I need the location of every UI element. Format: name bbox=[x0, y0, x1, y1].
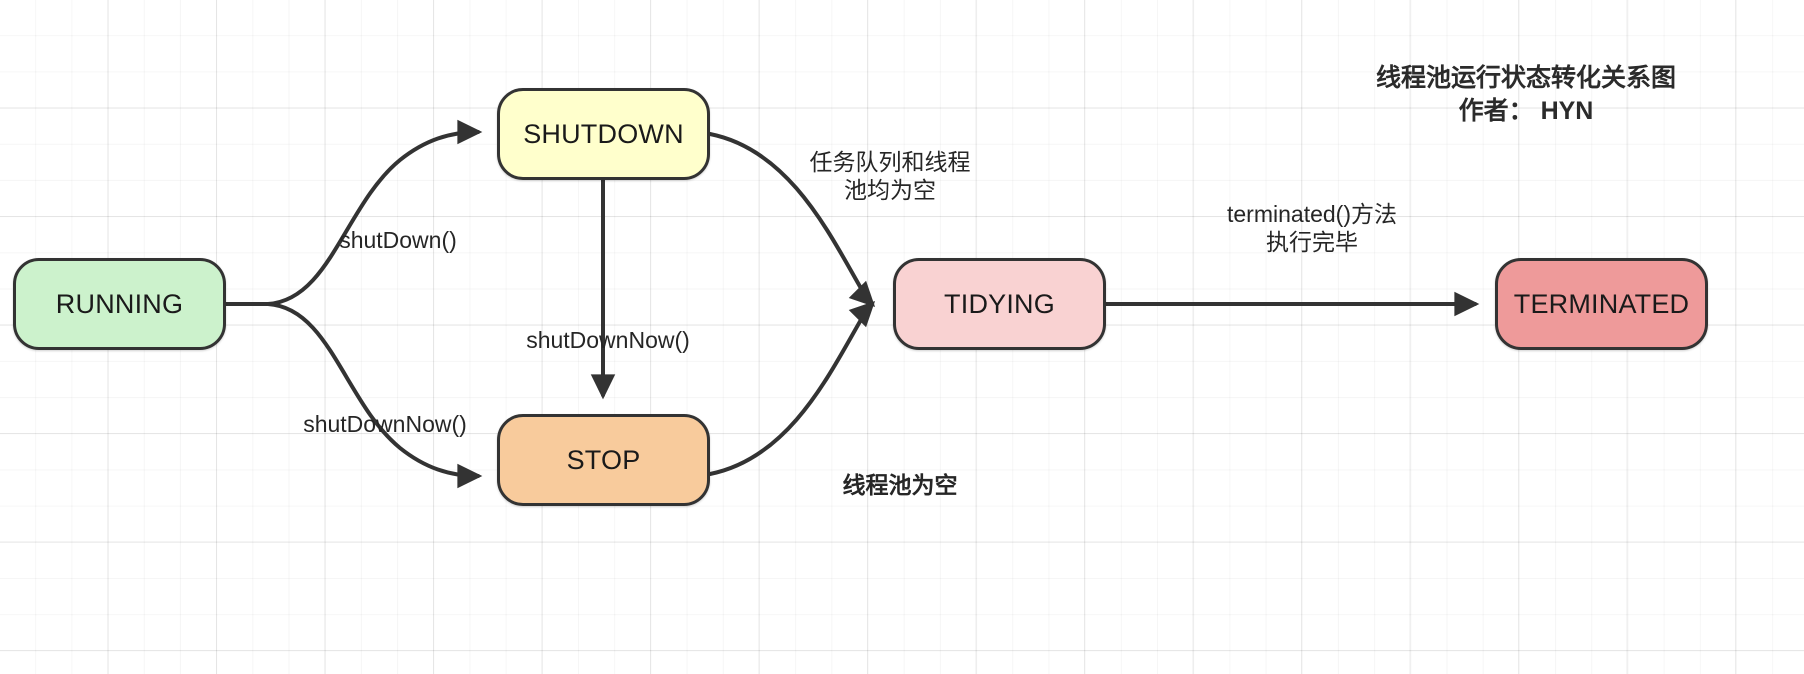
node-terminated-label: TERMINATED bbox=[1513, 288, 1690, 319]
edge-running-to-shutdown bbox=[266, 119, 483, 306]
node-shutdown-label: SHUTDOWN bbox=[523, 118, 684, 149]
edge-label-shutdown-to-tidying: 任务队列和线程 池均为空 bbox=[809, 149, 971, 204]
edge-shutdown-to-tidying bbox=[708, 132, 876, 308]
edge-label-stop-to-tidying: 线程池为空 bbox=[842, 472, 958, 498]
edge-stop-to-tidying bbox=[708, 300, 876, 476]
edge-label-running-to-stop: shutDownNow() bbox=[303, 411, 467, 437]
diagram-title-author: 作者： HYN bbox=[1458, 96, 1594, 125]
node-tidying[interactable]: TIDYING bbox=[893, 258, 1106, 350]
node-running-label: RUNNING bbox=[55, 288, 184, 319]
edge-label-running-to-shutdown: shutDown() bbox=[339, 227, 457, 253]
diagram-title-line1: 线程池运行状态转化关系图 bbox=[1375, 64, 1676, 92]
node-stop[interactable]: STOP bbox=[497, 414, 710, 506]
node-running[interactable]: RUNNING bbox=[13, 258, 226, 350]
node-shutdown[interactable]: SHUTDOWN bbox=[497, 88, 710, 180]
edge-label-shutdown-to-stop: shutDownNow() bbox=[526, 327, 690, 353]
edge-label-tidying-to-terminated: terminated()方法 执行完毕 bbox=[1227, 201, 1397, 256]
node-terminated[interactable]: TERMINATED bbox=[1495, 258, 1708, 350]
node-tidying-label: TIDYING bbox=[944, 288, 1055, 319]
node-stop-label: STOP bbox=[566, 444, 641, 475]
edge-running-to-stop bbox=[266, 302, 483, 489]
diagram-title: 线程池运行状态转化关系图 作者： HYN bbox=[1316, 62, 1736, 127]
